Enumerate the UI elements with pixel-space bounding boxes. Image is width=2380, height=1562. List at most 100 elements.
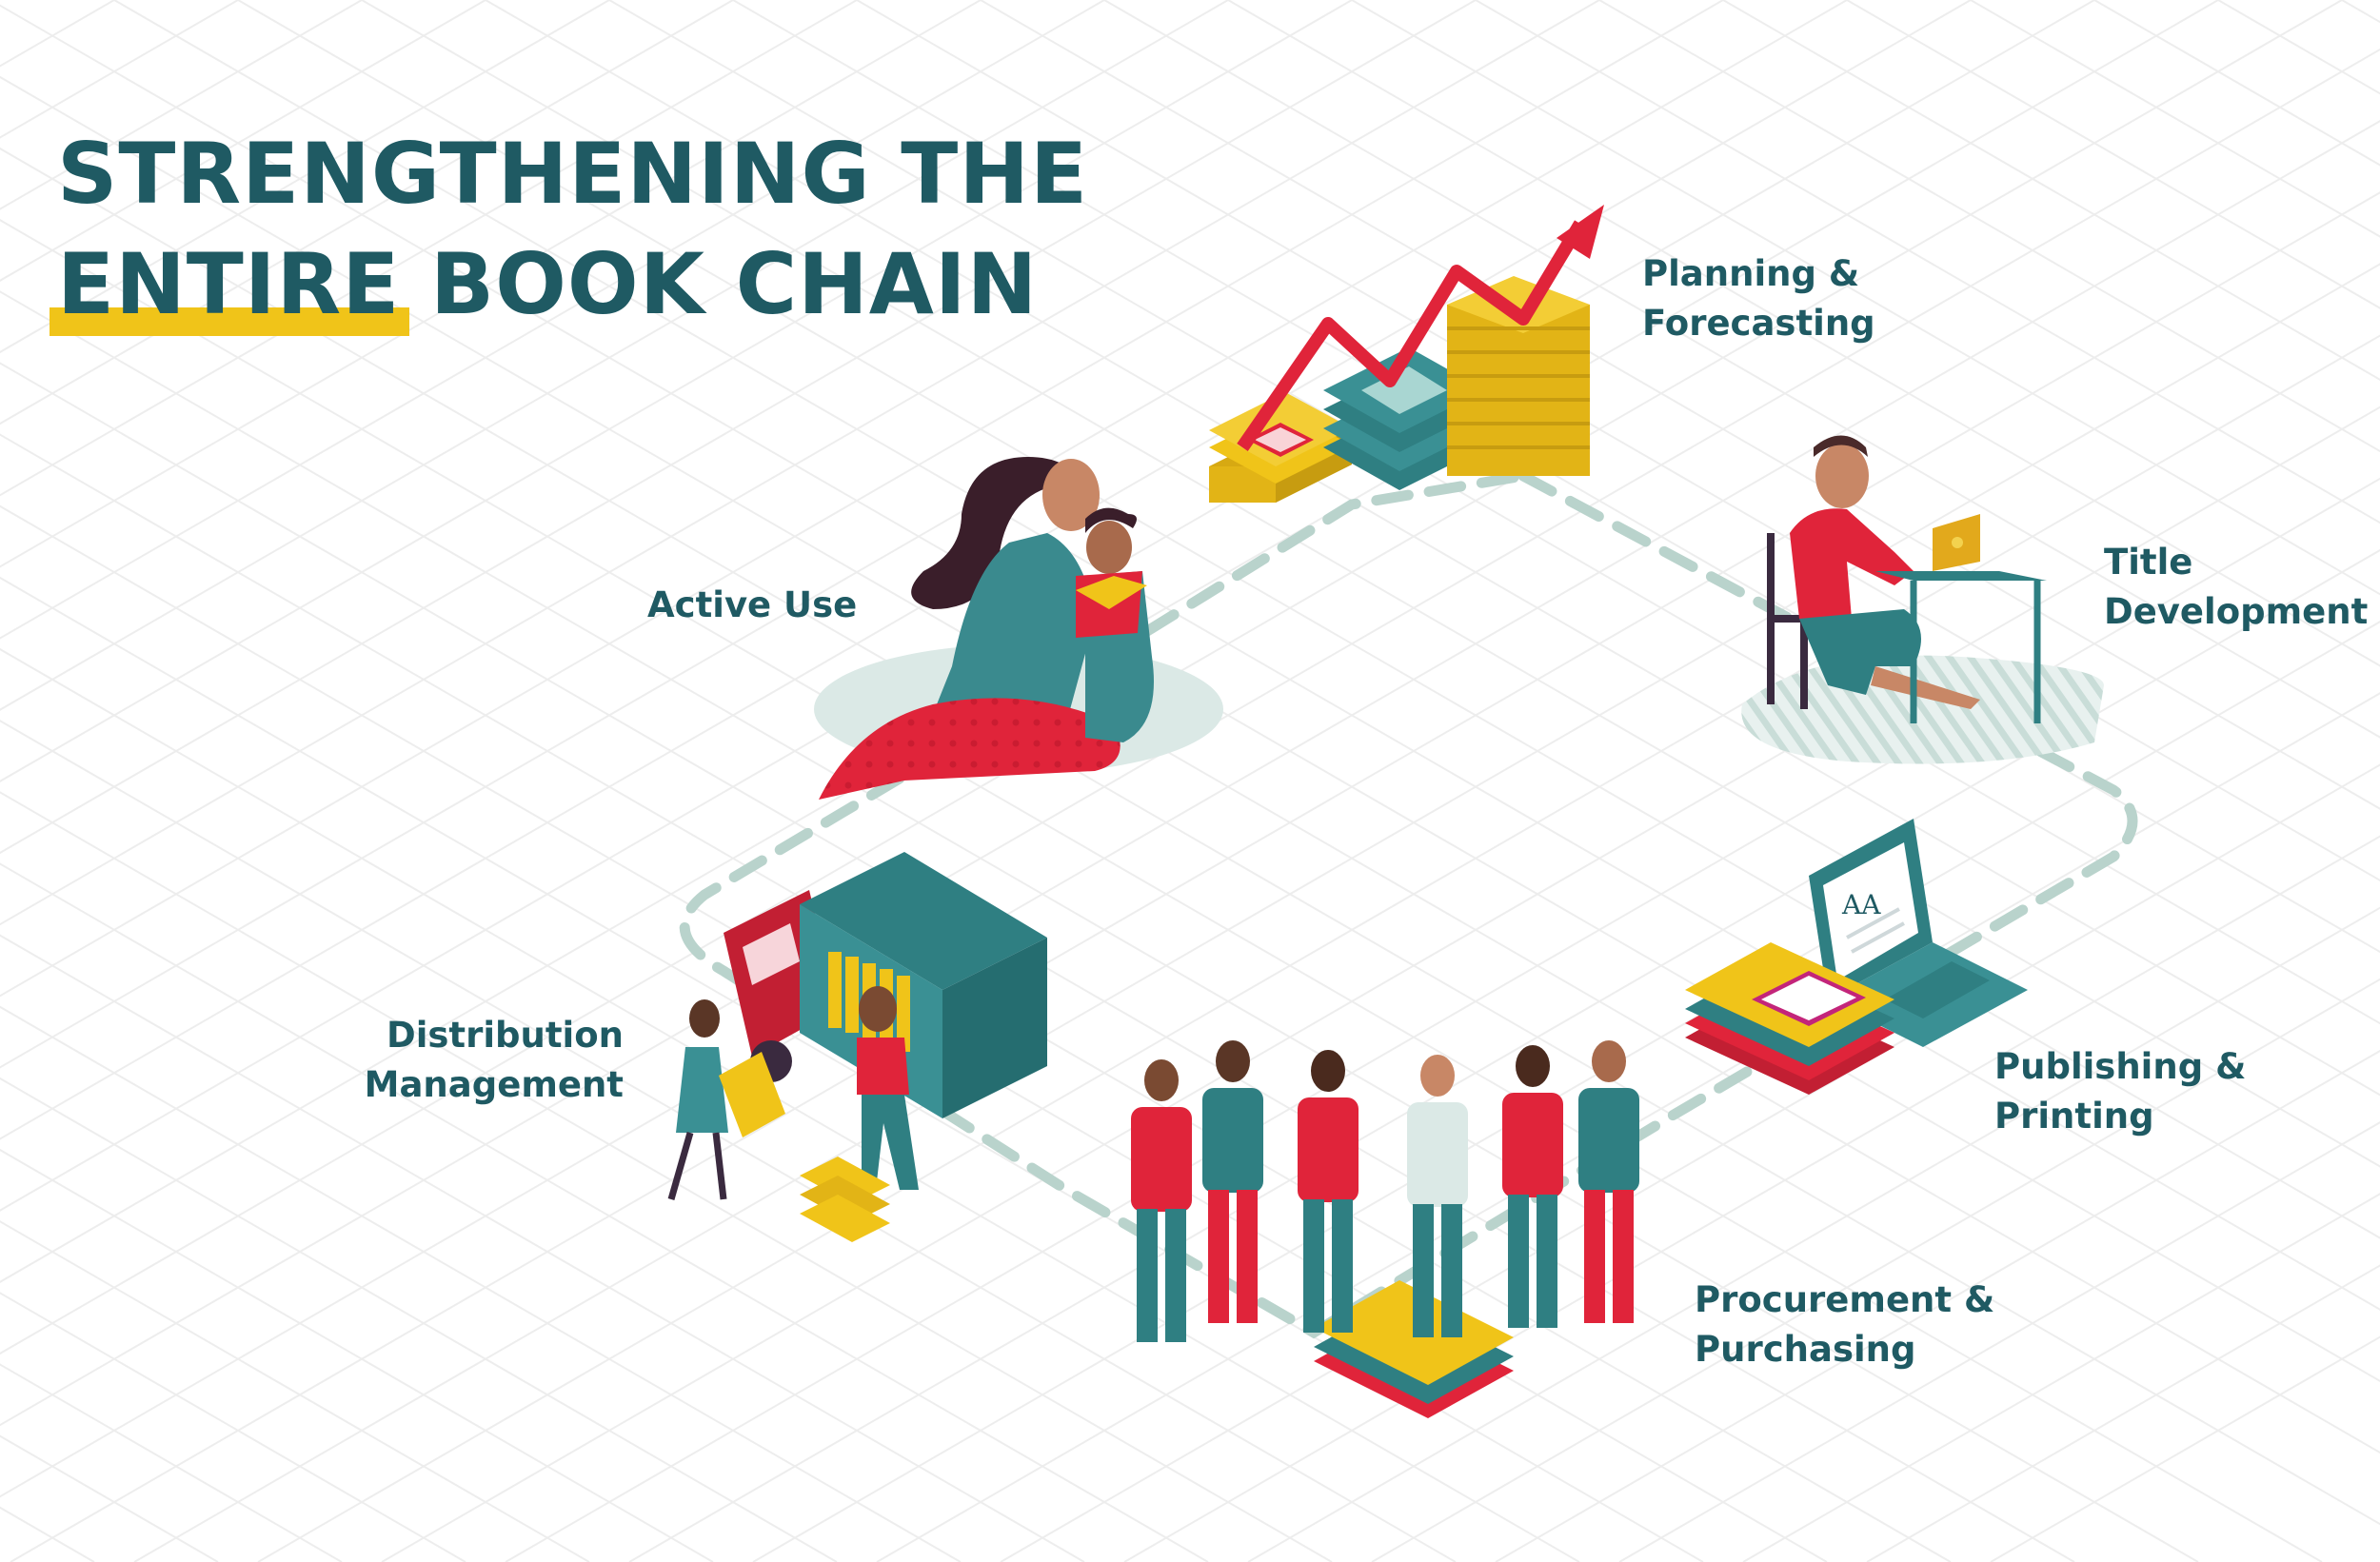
grid-line	[113, 0, 2380, 1311]
highlight-bar	[50, 307, 410, 336]
page-title: STRENGTHENING THE ENTIRE BOOK CHAIN	[50, 119, 1089, 340]
grid-line	[257, 334, 2380, 1562]
grid-line	[0, 0, 1353, 782]
label-line-2: Management	[364, 1064, 624, 1105]
title-highlight: ENTIRE	[50, 229, 410, 340]
grid-line	[381, 405, 2380, 1562]
label-title-development: Title Development	[2104, 538, 2368, 637]
grid-line	[0, 1148, 714, 1562]
label-line-2: Forecasting	[1642, 303, 1875, 344]
grid-line	[1742, 1193, 2380, 1562]
label-planning-forecasting: Planning & Forecasting	[1642, 249, 1875, 348]
title-line-2: ENTIRE BOOK CHAIN	[50, 229, 1088, 340]
title-line-1: STRENGTHENING THE	[57, 125, 1089, 223]
label-line-1: Procurement &	[1695, 1279, 1995, 1320]
title-line-2-rest: BOOK CHAIN	[400, 235, 1039, 333]
grid-line	[485, 0, 2380, 1097]
label-active-use: Active Use	[647, 581, 857, 630]
grid-line	[133, 263, 2380, 1562]
grid-line	[1970, 0, 2380, 238]
label-publishing-printing: Publishing & Printing	[1994, 1042, 2246, 1141]
label-line-1: Distribution	[387, 1015, 624, 1056]
grid-line	[732, 0, 2380, 954]
grid-line	[10, 191, 2380, 1562]
label-line-2: Purchasing	[1695, 1329, 1916, 1370]
grid-line	[0, 0, 734, 425]
grid-line	[0, 433, 1952, 1562]
grid-line	[876, 692, 2380, 1562]
label-procurement-purchasing: Procurement & Purchasing	[1695, 1275, 1994, 1374]
label-line-1: Active Use	[647, 584, 858, 625]
grid-line	[0, 219, 2323, 1562]
planning-illustration	[1209, 205, 1604, 503]
people-group	[1131, 1040, 1639, 1342]
grid-line	[1123, 835, 2380, 1562]
person	[1202, 1040, 1263, 1323]
grid-line	[0, 0, 486, 282]
grid-line	[608, 0, 2380, 1025]
title-highlight-word: ENTIRE	[57, 235, 401, 333]
grid-line	[1351, 0, 2380, 596]
person	[1298, 1050, 1359, 1333]
grid-line	[0, 0, 610, 354]
grid-line	[1227, 0, 2380, 667]
grid-line	[0, 0, 1724, 998]
person	[1502, 1045, 1563, 1328]
grid-line	[505, 477, 2380, 1562]
grid-line	[361, 0, 2380, 1168]
grid-line	[1846, 0, 2380, 309]
grid-line	[0, 647, 1580, 1562]
grid-line	[0, 1005, 962, 1562]
grid-line	[0, 0, 2095, 1212]
grid-line	[980, 0, 2380, 810]
grid-line	[856, 0, 2380, 882]
grid-line	[1495, 1049, 2380, 1562]
person	[1407, 1055, 1468, 1337]
grid-line	[0, 0, 1229, 711]
grid-line	[2093, 0, 2380, 167]
laptop-screen-text: AA	[1841, 889, 1881, 920]
label-line-1: Title	[2104, 542, 2193, 583]
label-line-1: Planning &	[1642, 253, 1860, 294]
grid-line	[628, 548, 2380, 1562]
label-distribution-management: Distribution Management	[362, 1011, 624, 1110]
grid-line	[1475, 0, 2380, 524]
distribution-illustration	[667, 852, 1047, 1242]
grid-line	[1722, 0, 2380, 381]
grid-line	[0, 791, 1333, 1562]
grid-line	[0, 0, 1600, 926]
grid-line	[237, 0, 2380, 1239]
growth-arrow	[1237, 220, 1587, 451]
grid-line	[1371, 978, 2380, 1562]
label-line-2: Development	[2104, 591, 2369, 632]
person	[1131, 1059, 1192, 1342]
grid-line	[0, 1292, 466, 1562]
grid-line	[0, 0, 858, 497]
grid-line	[0, 0, 1477, 855]
grid-line	[1247, 906, 2380, 1562]
label-line-1: Publishing &	[1994, 1046, 2247, 1087]
label-line-2: Printing	[1994, 1096, 2154, 1137]
title-development-illustration	[1741, 435, 2104, 764]
publishing-illustration: AA	[1685, 819, 2028, 1095]
grid-line	[0, 720, 1457, 1562]
grid-line	[0, 1077, 838, 1562]
grid-line	[0, 934, 1085, 1562]
grid-line	[1866, 1264, 2380, 1562]
grid-line	[0, 1220, 590, 1562]
grid-line	[0, 862, 1209, 1562]
grid-line	[0, 0, 1972, 1140]
grid-line	[1618, 1121, 2380, 1562]
grid-line	[1598, 0, 2380, 453]
active-use-illustration	[814, 457, 1223, 800]
grid-line	[0, 0, 982, 568]
grid-line	[0, 0, 1105, 640]
grid-line	[2217, 0, 2380, 95]
